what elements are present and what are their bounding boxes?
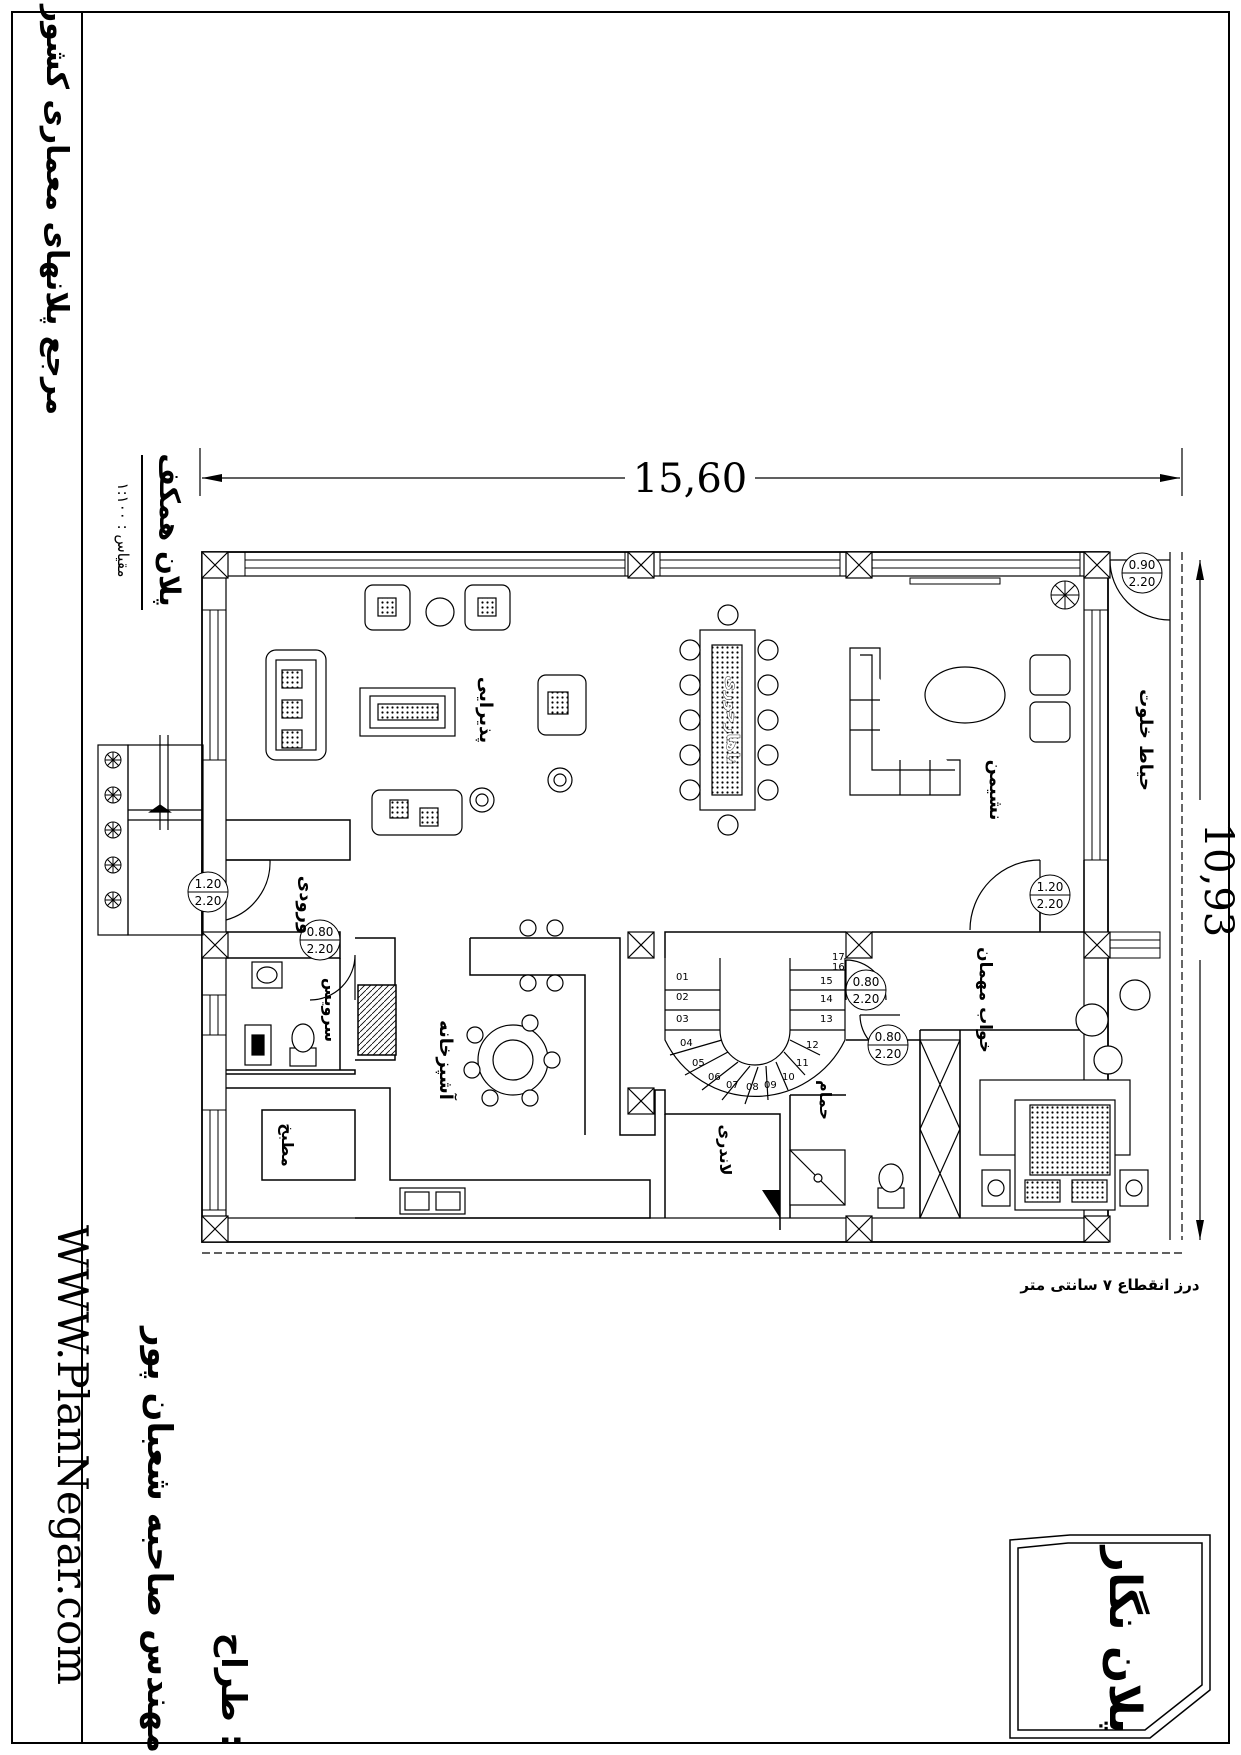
svg-text:07: 07: [726, 1080, 739, 1091]
svg-text:03: 03: [676, 1014, 689, 1025]
top-windows: [244, 551, 1081, 577]
spiral-stair: [664, 958, 846, 1105]
brand-logo: پلان نگار: [1009, 1534, 1211, 1739]
logo-text: پلان نگار: [1099, 1545, 1151, 1734]
svg-text:0.80: 0.80: [875, 1030, 902, 1044]
door-tag-private-yard: 0.90 2.20: [1121, 552, 1163, 594]
svg-text:2.20: 2.20: [1129, 575, 1156, 589]
door-tag-wc: 0.80 2.20: [299, 919, 341, 961]
room-label-entrance: ورودی: [295, 876, 316, 934]
website-link[interactable]: WWW.PlanNegar.com: [48, 1225, 97, 1685]
door-tag-stair: 0.80 2.20: [845, 969, 887, 1011]
width-dimension: 15,60: [199, 448, 1183, 502]
title-strip: [11, 11, 83, 1744]
svg-text:12: 12: [806, 1040, 819, 1051]
svg-text:10: 10: [782, 1072, 795, 1083]
living-console: [909, 577, 1001, 585]
header-title: مرجع پلانهای معماری کشور: [39, 3, 74, 415]
stair-step-numbers: 01 02 03 04 05 06 07 08 09 10 11 12 13 1…: [676, 952, 845, 1093]
svg-text:13: 13: [820, 1014, 833, 1025]
depth-dimension: 10,93: [1195, 560, 1241, 1240]
svg-text:0.90: 0.90: [1129, 558, 1156, 572]
room-label-private-yard: حیاط خلوت: [1135, 689, 1156, 791]
plant-icon: [1050, 580, 1080, 610]
living-sofa: [849, 647, 961, 796]
svg-text:08: 08: [746, 1082, 759, 1093]
reception-armchairs-top: [364, 584, 511, 631]
svg-text:0.80: 0.80: [853, 975, 880, 989]
depth-dimension-text: 10,93: [1195, 823, 1241, 938]
scale-label: مقیاس : ۱:۱۰۰: [114, 483, 132, 578]
svg-text:01: 01: [676, 972, 689, 983]
room-label-kitchen: آشپزخانه: [435, 1020, 458, 1101]
dining-table: [679, 604, 779, 836]
svg-text:05: 05: [692, 1058, 705, 1069]
living-armchairs: [1029, 654, 1071, 743]
width-dimension-text: 15,60: [633, 456, 748, 502]
guest-wardrobe: [919, 1039, 961, 1219]
svg-text:09: 09: [764, 1080, 777, 1091]
exterior-walls: [201, 551, 1109, 1243]
reception-coffee-table: [359, 687, 456, 737]
designer-heading: طراح :: [213, 1633, 253, 1748]
room-label-bath: حمام: [816, 1080, 835, 1120]
room-label-living: نشیمن: [985, 760, 1006, 821]
separation-joint: درز انقطاع ۷ سانتی متر: [202, 552, 1200, 1294]
svg-text:2.20: 2.20: [1037, 897, 1064, 911]
svg-text:16: 16: [832, 962, 845, 973]
room-label-reception: پذیرایی: [475, 677, 496, 743]
svg-text:14: 14: [820, 994, 833, 1005]
svg-text:15: 15: [820, 976, 833, 987]
reception-sofa: [265, 649, 327, 761]
svg-text:06: 06: [708, 1072, 721, 1083]
room-label-guest-bedroom: خواب مهمان: [975, 947, 995, 1053]
entry-steps: [97, 735, 204, 936]
side-windows: [201, 609, 1161, 1211]
svg-text:04: 04: [680, 1038, 693, 1049]
svg-text:17: 17: [832, 952, 845, 963]
svg-text:1.20: 1.20: [1037, 880, 1064, 894]
reception-armchair-side: [537, 674, 587, 793]
designer-name: مهندس صاحبه شعبان پور: [139, 1325, 179, 1753]
reception-armchairs-bottom: [371, 787, 495, 836]
svg-text:02: 02: [676, 992, 689, 1003]
svg-text:0.80: 0.80: [307, 925, 334, 939]
svg-text:2.20: 2.20: [195, 894, 222, 908]
joint-note: درز انقطاع ۷ سانتی متر: [1019, 1276, 1199, 1294]
kitchen-dining-table: [463, 1014, 561, 1107]
door-swings: [225, 559, 1171, 1056]
door-tag-guest: 0.80 2.20: [867, 1024, 909, 1066]
svg-text:2.20: 2.20: [875, 1047, 902, 1061]
wc-fixtures: [244, 961, 317, 1067]
svg-text:2.20: 2.20: [307, 942, 334, 956]
svg-text:1.20: 1.20: [195, 877, 222, 891]
room-label-wc: سرویس: [321, 978, 340, 1042]
kitchen-sink: [399, 1187, 466, 1215]
structural-columns: [201, 551, 1111, 1243]
svg-text:11: 11: [796, 1058, 809, 1069]
laundry-shaft: [762, 1190, 780, 1218]
guest-chairs: [1075, 979, 1151, 1075]
plan-title: پلان همکف: [153, 453, 186, 606]
guest-bed: [979, 1079, 1149, 1211]
bath-fixtures: [789, 1149, 905, 1209]
room-label-laundry: لاندری: [716, 1124, 735, 1175]
room-label-dining: ناهارخوری: [722, 675, 742, 764]
svg-text:2.20: 2.20: [853, 992, 880, 1006]
door-tag-living-yard: 1.20 2.20: [1029, 874, 1071, 916]
bar-stools: [519, 919, 564, 992]
living-coffee-table: [924, 666, 1006, 724]
door-tag-entrance: 1.20 2.20: [187, 871, 229, 913]
entry-planters: [104, 751, 122, 909]
room-label-pantry: مطبخ: [278, 1123, 297, 1167]
